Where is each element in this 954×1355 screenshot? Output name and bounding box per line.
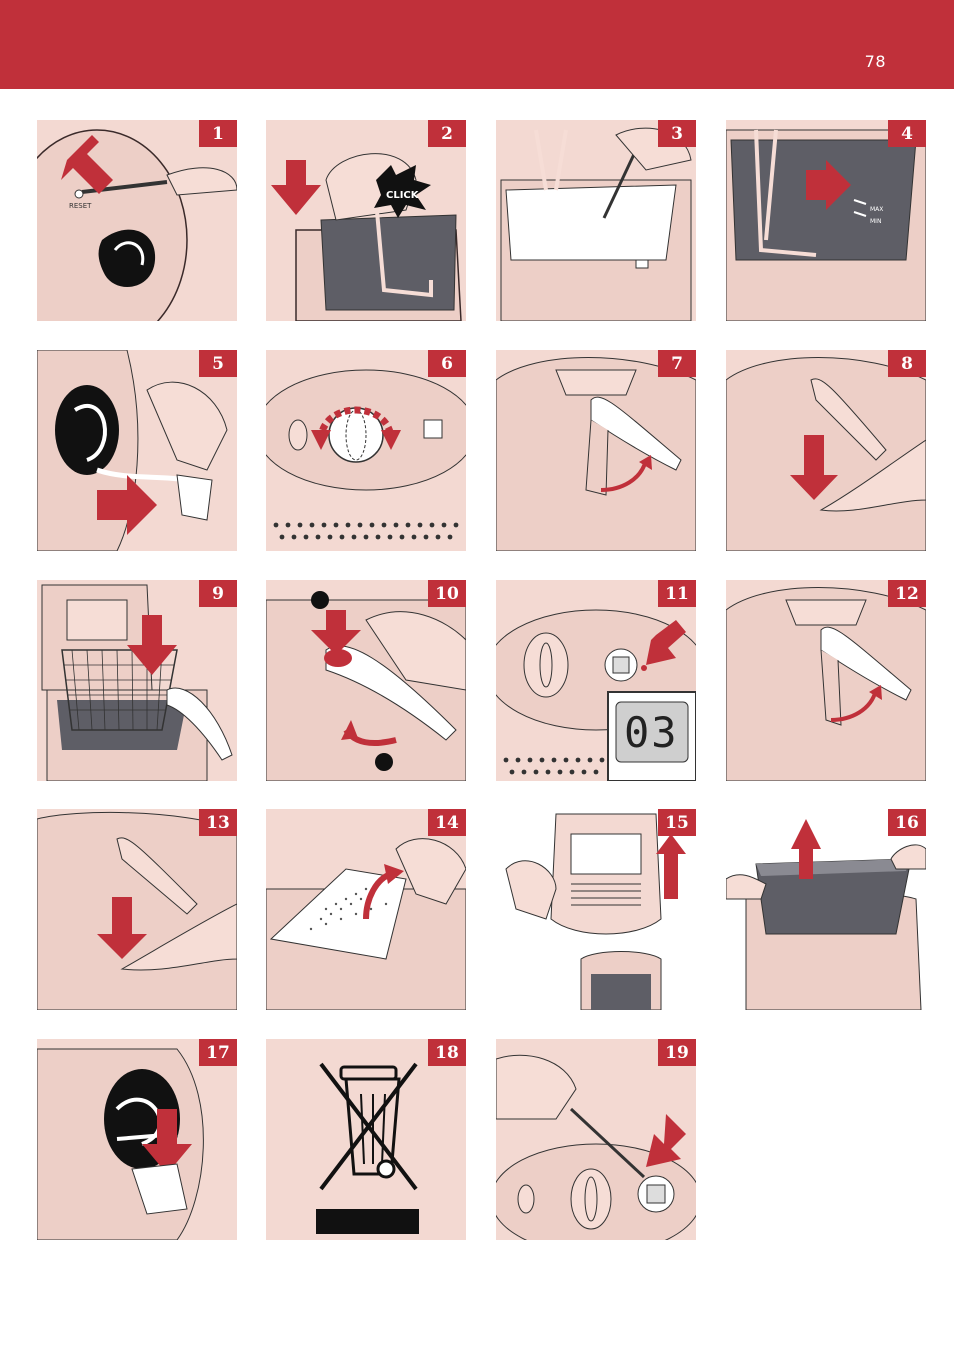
step-panel-14: 14 [266,809,466,1010]
step-panel-1: RESET 1 [37,120,237,321]
lid-removal-illustration [496,809,696,1010]
step-panel-17: 17 [37,1039,237,1240]
step-number: 17 [199,1039,237,1066]
handle-fold-illustration [726,357,926,551]
step-number: 8 [888,350,926,377]
step-panel-18: 18 [266,1039,466,1240]
step-number: 2 [428,120,466,147]
step-number: 1 [199,120,237,147]
basket-lower-illustration [41,584,233,781]
reset-label: RESET [69,202,92,210]
click-label: CLICK [386,190,419,201]
plug-in-illustration [37,350,228,551]
page-number: 78 [864,52,886,71]
handle-unfold-illustration [726,587,926,781]
step-number: 13 [199,809,237,836]
handle-unfold-illustration [496,357,696,551]
step-number: 3 [658,120,696,147]
handle-release-illustration [266,591,466,781]
step-number: 6 [428,350,466,377]
step-number: 7 [658,350,696,377]
step-panel-3: 3 [496,120,696,321]
step-number: 5 [199,350,237,377]
step-panel-5: 5 [37,350,237,551]
step-panel-11: 03 11 [496,580,696,781]
step-number: 15 [658,809,696,836]
step-panel-19: 19 [496,1039,696,1240]
filter-removal-illustration [266,838,466,1010]
step-number: 12 [888,580,926,607]
weee-disposal-icon [316,1062,419,1234]
step-panel-13: 13 [37,809,237,1010]
step-number: 19 [658,1039,696,1066]
thermostat-dial-illustration [266,369,466,540]
timer-display: 03 [624,708,679,757]
step-panel-9: 9 [37,580,237,781]
inner-pot-removal-illustration [726,809,926,1010]
step-panel-12: 12 [726,580,926,781]
step-number: 9 [199,580,237,607]
step-panel-7: 7 [496,350,696,551]
min-label: MIN [870,218,882,225]
unplug-illustration [37,1048,204,1240]
step-panel-2: CLICK 2 [266,120,466,321]
timer-button-illustration [496,609,696,781]
lid-close-illustration [271,153,462,321]
step-panel-8: 8 [726,350,926,551]
step-panel-16: 16 [726,809,926,1010]
step-panel-15: 15 [496,809,696,1010]
step-number: 18 [428,1039,466,1066]
handle-fold-illustration [37,811,237,1010]
step-number: 14 [428,809,466,836]
reset-button-illustration [496,1054,696,1240]
step-panel-4: MAX MIN 4 [726,120,926,321]
step-number: 10 [428,580,466,607]
step-number: 4 [888,120,926,147]
max-label: MAX [870,206,884,213]
step-panel-10: 10 [266,580,466,781]
clean-inner-pot-illustration [500,127,692,321]
oil-level-illustration [726,129,926,321]
step-number: 16 [888,809,926,836]
header-bar: 78 [0,0,954,89]
step-panel-6: 6 [266,350,466,551]
reset-button-illustration [37,129,237,321]
step-number: 11 [658,580,696,607]
